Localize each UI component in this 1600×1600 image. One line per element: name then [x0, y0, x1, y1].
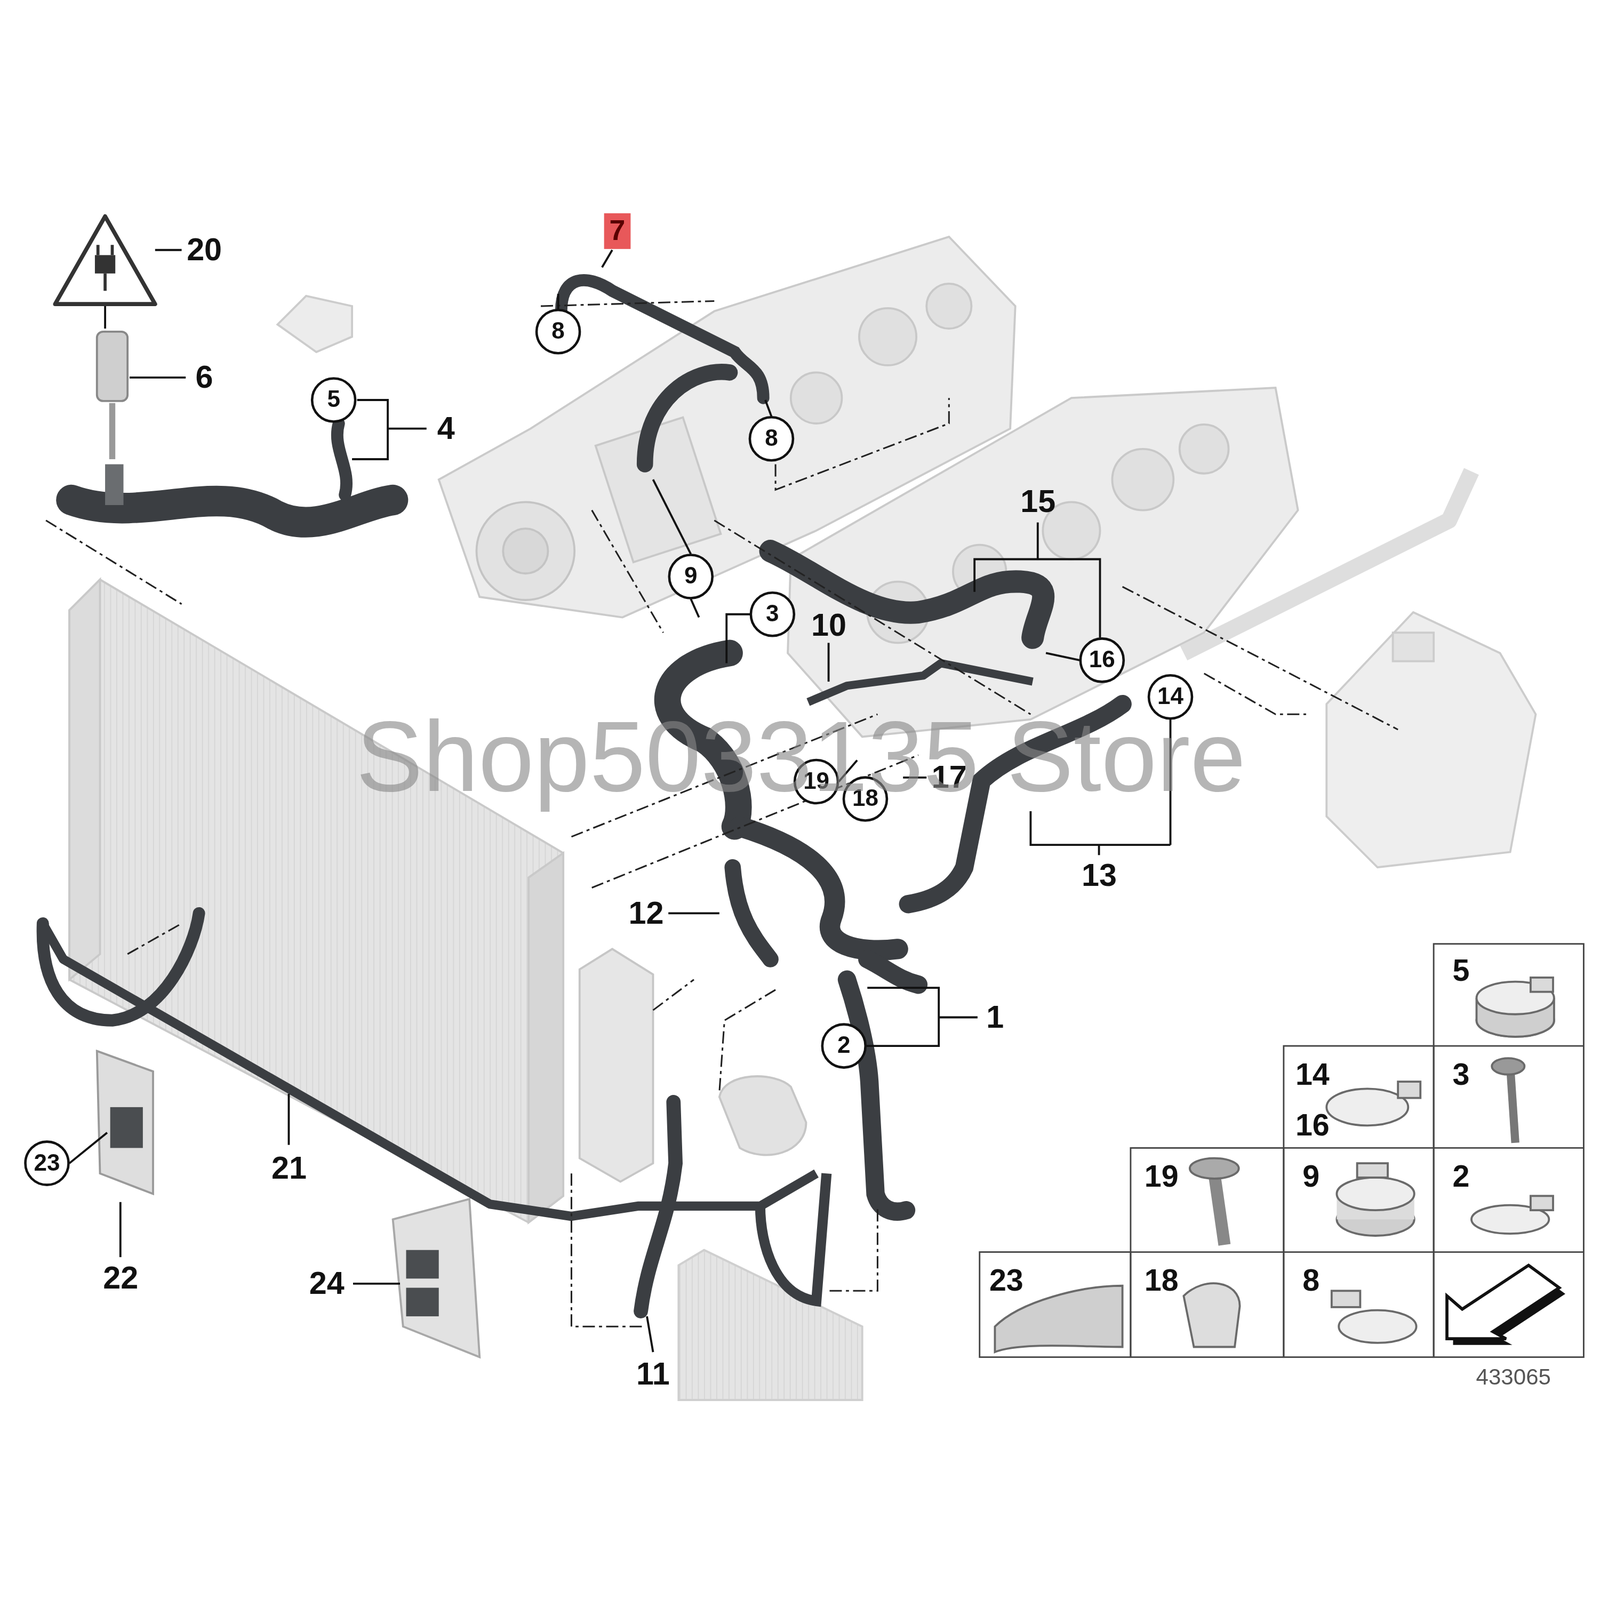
callout-circle-shape	[536, 309, 580, 354]
callout-circle-shape	[312, 378, 356, 422]
callout-circle-shape	[822, 1024, 866, 1068]
part-number: 12	[628, 896, 664, 931]
callout-circle: 5	[310, 376, 358, 424]
highlighted-part-number: 7	[604, 212, 631, 249]
callout-number: 16	[1089, 647, 1116, 674]
callout-circle-shape	[749, 417, 794, 461]
callout-number: 8	[764, 425, 778, 452]
callout-circle-shape	[669, 555, 713, 599]
watermark: Shop5033135 Store	[356, 701, 1246, 812]
part-number: 21	[271, 1150, 307, 1186]
table-cell-number: 9	[1302, 1158, 1320, 1193]
part-number: 1	[986, 1000, 1004, 1035]
table-cell-number: 19	[1144, 1158, 1179, 1193]
callout-circle: 8	[534, 308, 582, 356]
part-number: 24	[309, 1266, 345, 1301]
callout-number: 2	[837, 1033, 851, 1059]
callout-circle: 9	[667, 553, 715, 600]
part-number: 13	[1081, 858, 1117, 893]
part-number: 4	[437, 411, 455, 446]
part-number: 20	[186, 232, 222, 268]
part-number: 22	[102, 1261, 139, 1296]
table-cell-number: 8	[1302, 1262, 1320, 1297]
callout-number: 23	[34, 1150, 61, 1176]
callout-circle: 3	[748, 590, 796, 638]
callout-number: 3	[765, 601, 779, 628]
callout-circle: 2	[820, 1022, 868, 1070]
table-cell-number: 18	[1144, 1262, 1179, 1297]
part-number: 11	[636, 1357, 670, 1392]
callout-number: 7	[609, 214, 626, 247]
table-cell-number: 14	[1295, 1056, 1330, 1091]
callout-circle: 23	[23, 1139, 71, 1187]
callout-circle-shape	[1080, 638, 1124, 682]
table-cell-number: 16	[1295, 1107, 1330, 1142]
part-number: 15	[1020, 484, 1056, 520]
callout-circle-shape	[750, 592, 795, 636]
table-cell-number: 5	[1452, 952, 1470, 987]
callout-number: 9	[684, 563, 698, 590]
table-cell-number: 3	[1452, 1056, 1470, 1091]
callout-circle: 16	[1078, 636, 1126, 684]
table-cell-number: 2	[1452, 1158, 1470, 1193]
table-cell-number: 23	[989, 1262, 1024, 1297]
callout-circle: 8	[747, 415, 795, 463]
part-number: 10	[811, 608, 847, 643]
callout-number: 8	[551, 318, 565, 345]
callout-number: 5	[326, 387, 340, 413]
part-number: 6	[195, 360, 213, 395]
diagram-number: 433065	[1476, 1365, 1551, 1390]
callout-circle-shape	[25, 1141, 69, 1186]
